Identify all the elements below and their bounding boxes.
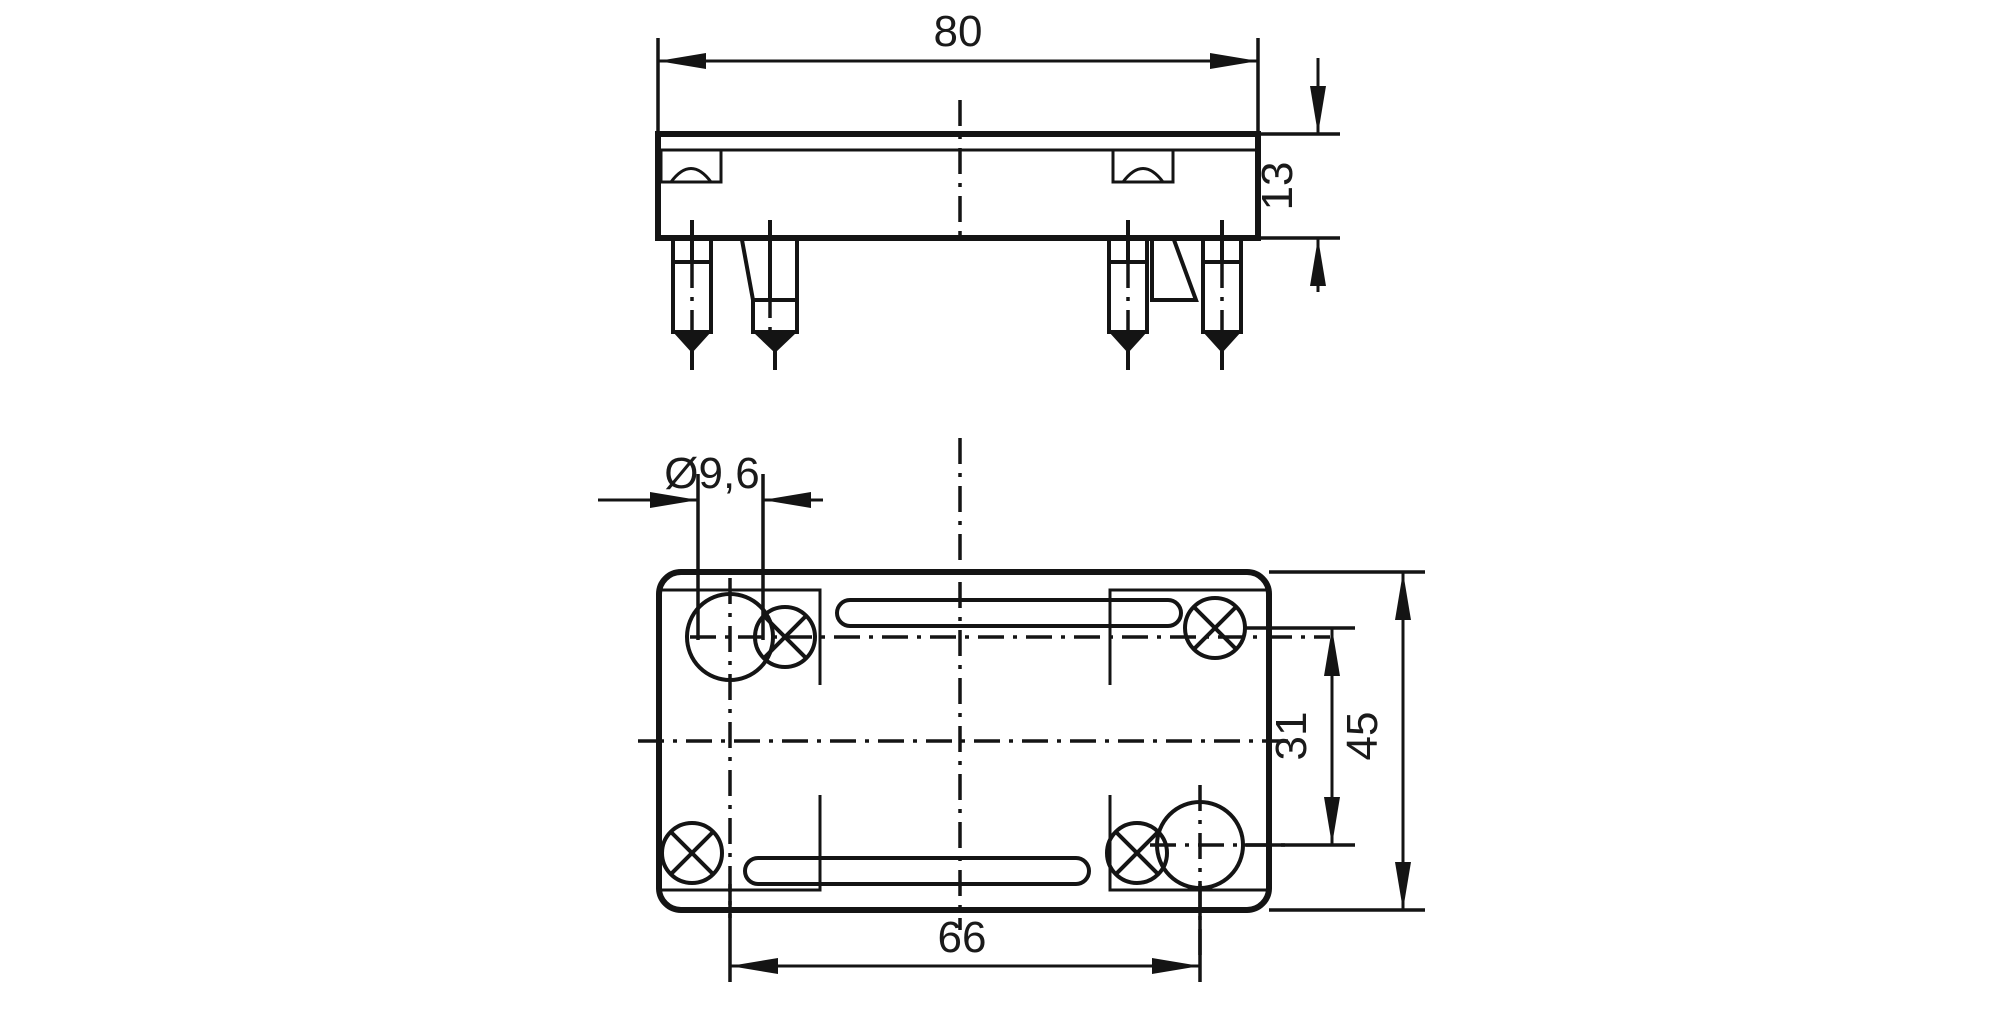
screw-bottom-right bbox=[1105, 821, 1169, 885]
pin-right-2 bbox=[1201, 220, 1243, 370]
slot-top bbox=[835, 598, 1183, 628]
arrow-in-right-diam bbox=[763, 492, 811, 508]
side-elevation-view bbox=[655, 38, 1340, 370]
dim-label-hole-spacing-horizontal: 66 bbox=[938, 913, 987, 962]
screw-top-right bbox=[1183, 596, 1247, 660]
dim-label-body-height: 13 bbox=[1253, 162, 1302, 211]
side-latch-right bbox=[1111, 148, 1175, 184]
arrow-left-66 bbox=[730, 958, 778, 974]
corner-pocket-top-left bbox=[662, 588, 822, 685]
pin-left-1-tip bbox=[673, 332, 711, 353]
arrow-in-left-diam bbox=[650, 492, 698, 508]
arrow-right-66 bbox=[1152, 958, 1200, 974]
arrow-down-45 bbox=[1395, 862, 1411, 910]
pin-left-2 bbox=[739, 220, 799, 370]
pin-right-1 bbox=[1107, 220, 1199, 370]
latch-right-box bbox=[1111, 148, 1175, 184]
pin-left-1 bbox=[671, 220, 713, 370]
arrow-up-13 bbox=[1310, 238, 1326, 286]
screw-top-left bbox=[753, 605, 817, 669]
screw-top-left-slot-b bbox=[763, 615, 807, 659]
arrow-down-13 bbox=[1310, 86, 1326, 134]
screw-bottom-left-slot-b bbox=[670, 831, 714, 875]
pin-left-2-tip bbox=[753, 332, 797, 353]
dim-label-overall-length: 80 bbox=[934, 7, 983, 56]
dim-label-overall-width: 45 bbox=[1338, 712, 1387, 761]
pin-right-1-tip bbox=[1109, 332, 1147, 353]
screw-bottom-right-slot-b bbox=[1115, 831, 1159, 875]
arrow-left-80 bbox=[658, 53, 706, 69]
pin-right-1-web bbox=[1150, 236, 1199, 302]
side-body-outline bbox=[655, 131, 1261, 241]
dim-label-hole-diameter: Ø9,6 bbox=[664, 449, 759, 498]
corner-pocket-bottom-left bbox=[662, 795, 822, 892]
bottom-plan-view bbox=[598, 438, 1425, 982]
slot-bottom bbox=[743, 856, 1091, 886]
corner-pocket-bottom-right bbox=[1108, 795, 1266, 892]
mounting-hole-upper-left bbox=[685, 578, 775, 918]
latch-left-dome bbox=[669, 167, 713, 183]
screw-bottom-right-head bbox=[1105, 821, 1169, 885]
arrow-right-80 bbox=[1210, 53, 1258, 69]
arrow-up-45 bbox=[1395, 572, 1411, 620]
arrow-down-31 bbox=[1324, 797, 1340, 845]
dim-label-hole-spacing-vertical: 31 bbox=[1267, 712, 1316, 761]
screw-bottom-left-head bbox=[660, 821, 724, 885]
pin-left-2-body bbox=[751, 298, 799, 334]
latch-left-box bbox=[659, 148, 723, 184]
latch-right-dome bbox=[1121, 167, 1165, 183]
screw-bottom-left bbox=[660, 821, 724, 885]
screw-top-right-slot-b bbox=[1193, 606, 1237, 650]
pin-right-2-tip bbox=[1203, 332, 1241, 353]
side-latch-left bbox=[659, 148, 723, 184]
arrow-up-31 bbox=[1324, 628, 1340, 676]
corner-pocket-top-right bbox=[1108, 588, 1266, 685]
